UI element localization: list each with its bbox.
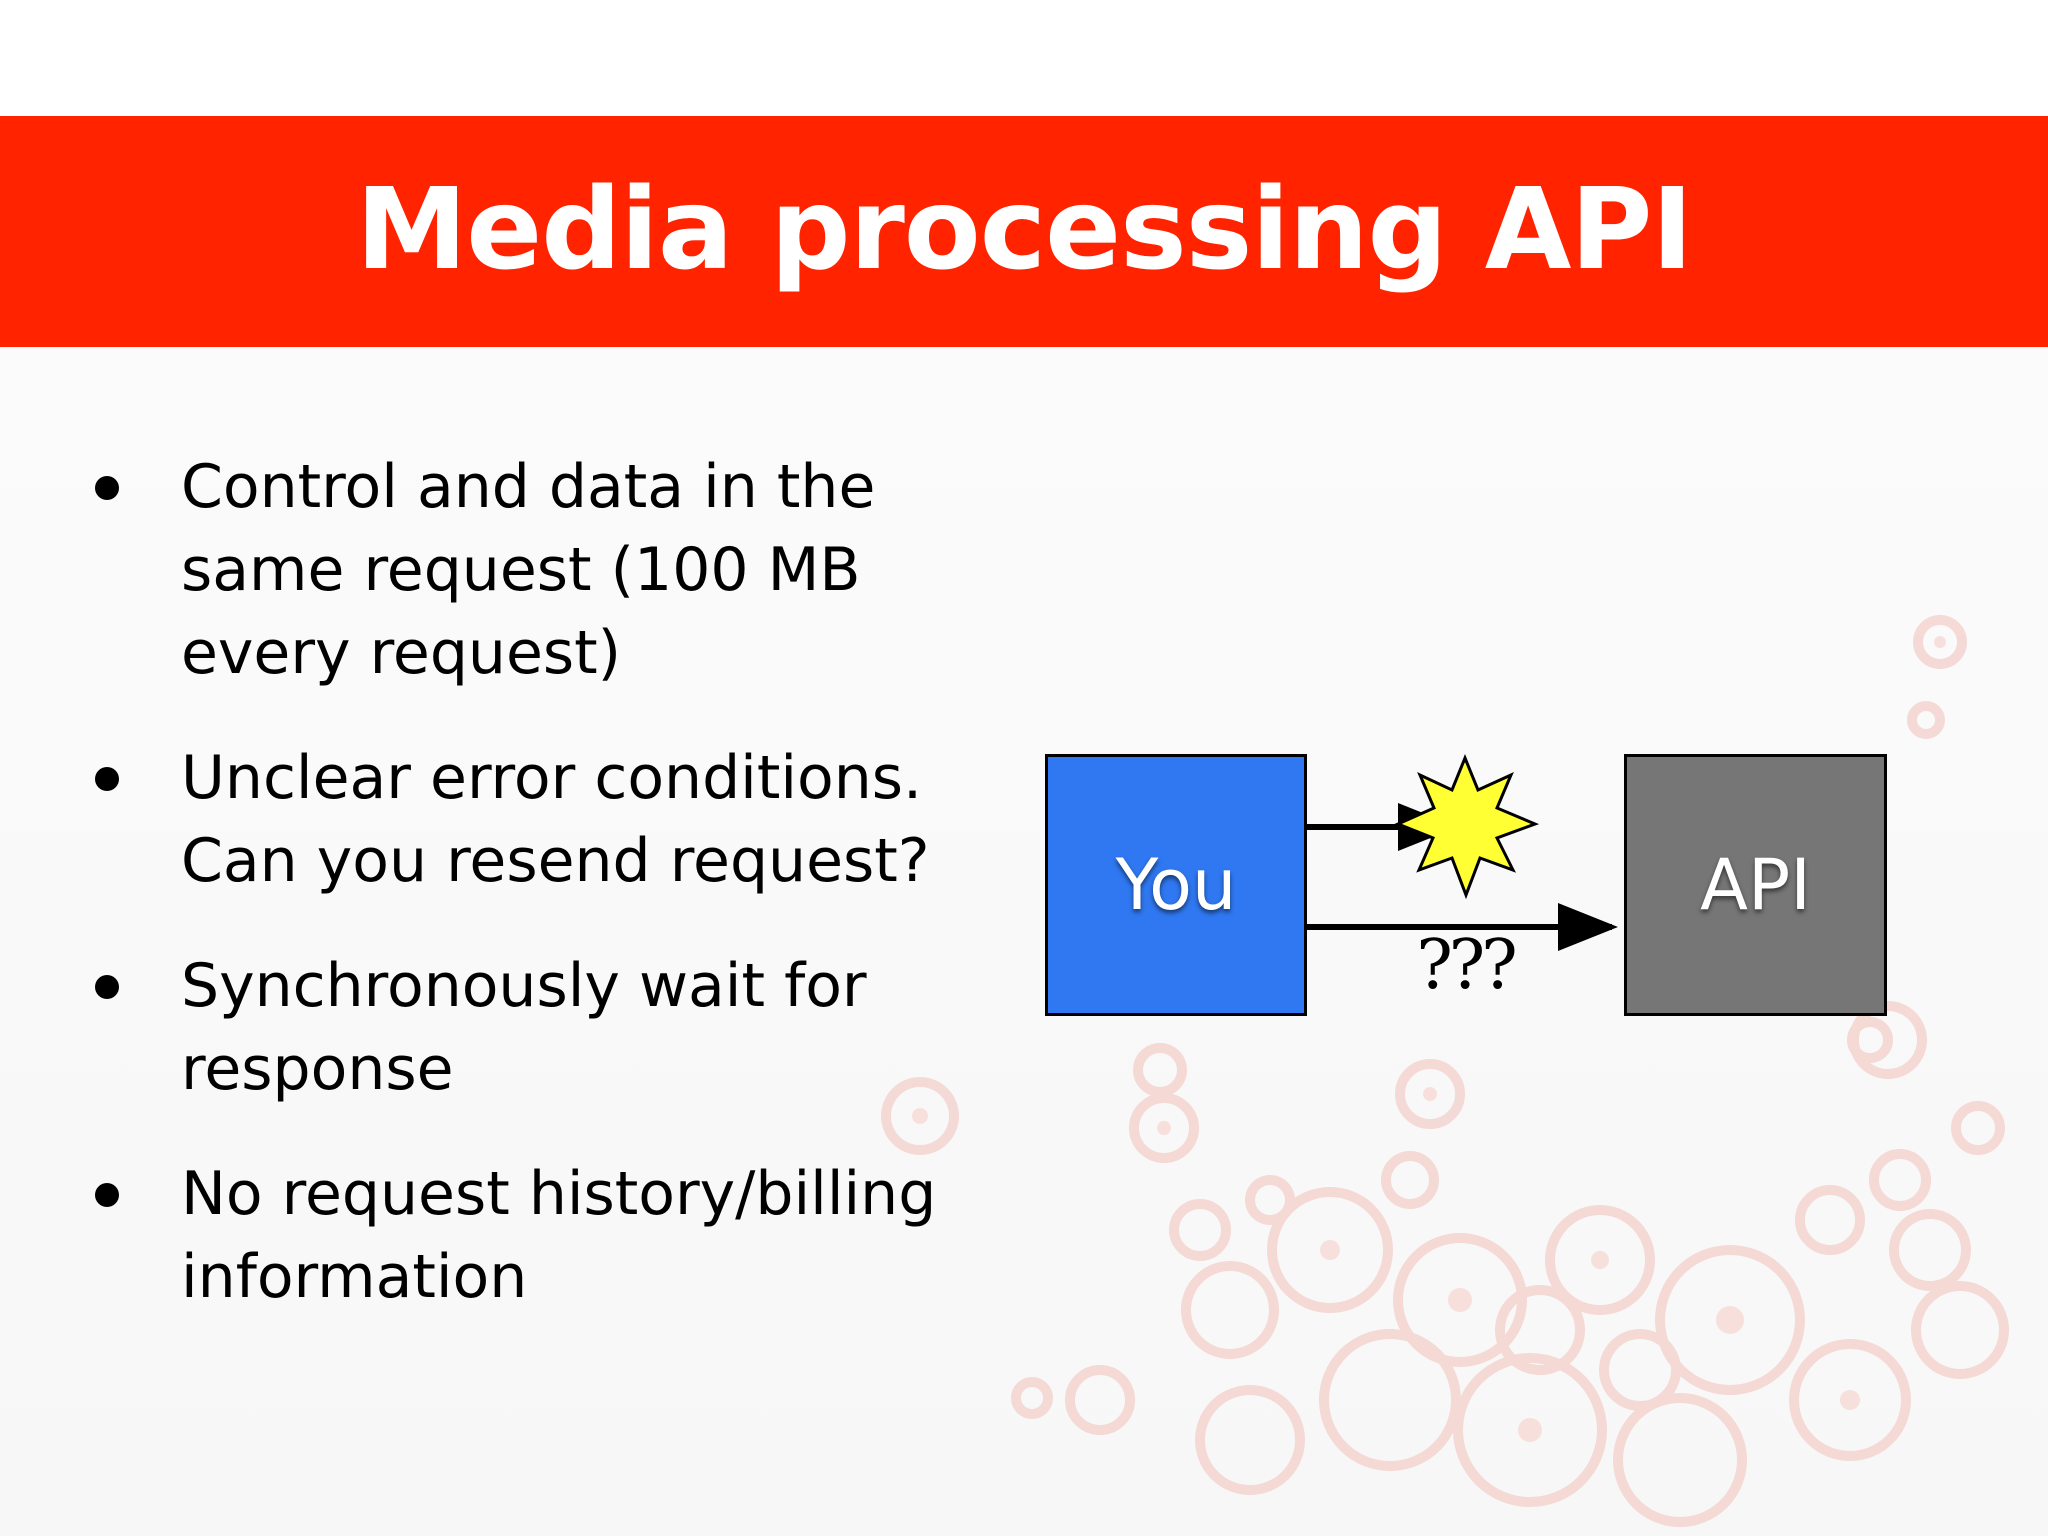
bullet-item: Unclear error conditions. Can you resend… xyxy=(92,737,992,903)
title-bar: Media processing API xyxy=(0,116,2048,347)
api-node: API xyxy=(1624,754,1887,1016)
slide-title: Media processing API xyxy=(355,164,1693,295)
bullet-dot-icon xyxy=(95,1183,119,1207)
bullet-list: Control and data in the same request (10… xyxy=(92,446,992,1319)
bullet-item: Control and data in the same request (10… xyxy=(92,446,992,695)
bullet-dot-icon xyxy=(95,975,119,999)
arrow-label: ??? xyxy=(1416,926,1517,1005)
bullet-item: No request history/billing information xyxy=(92,1153,992,1319)
bullet-text: Unclear error conditions. Can you resend… xyxy=(181,743,930,896)
api-node-label: API xyxy=(1700,844,1811,926)
bullet-dot-icon xyxy=(95,767,119,791)
bullet-text: No request history/billing information xyxy=(181,1159,937,1312)
you-node-label: You xyxy=(1115,844,1237,926)
you-node: You xyxy=(1045,754,1307,1016)
bullet-item: Synchronously wait for response xyxy=(92,945,992,1111)
explosion-star-icon xyxy=(1394,754,1540,900)
bullet-dot-icon xyxy=(95,476,119,500)
bullet-text: Control and data in the same request (10… xyxy=(181,452,876,688)
bullet-text: Synchronously wait for response xyxy=(181,951,867,1104)
